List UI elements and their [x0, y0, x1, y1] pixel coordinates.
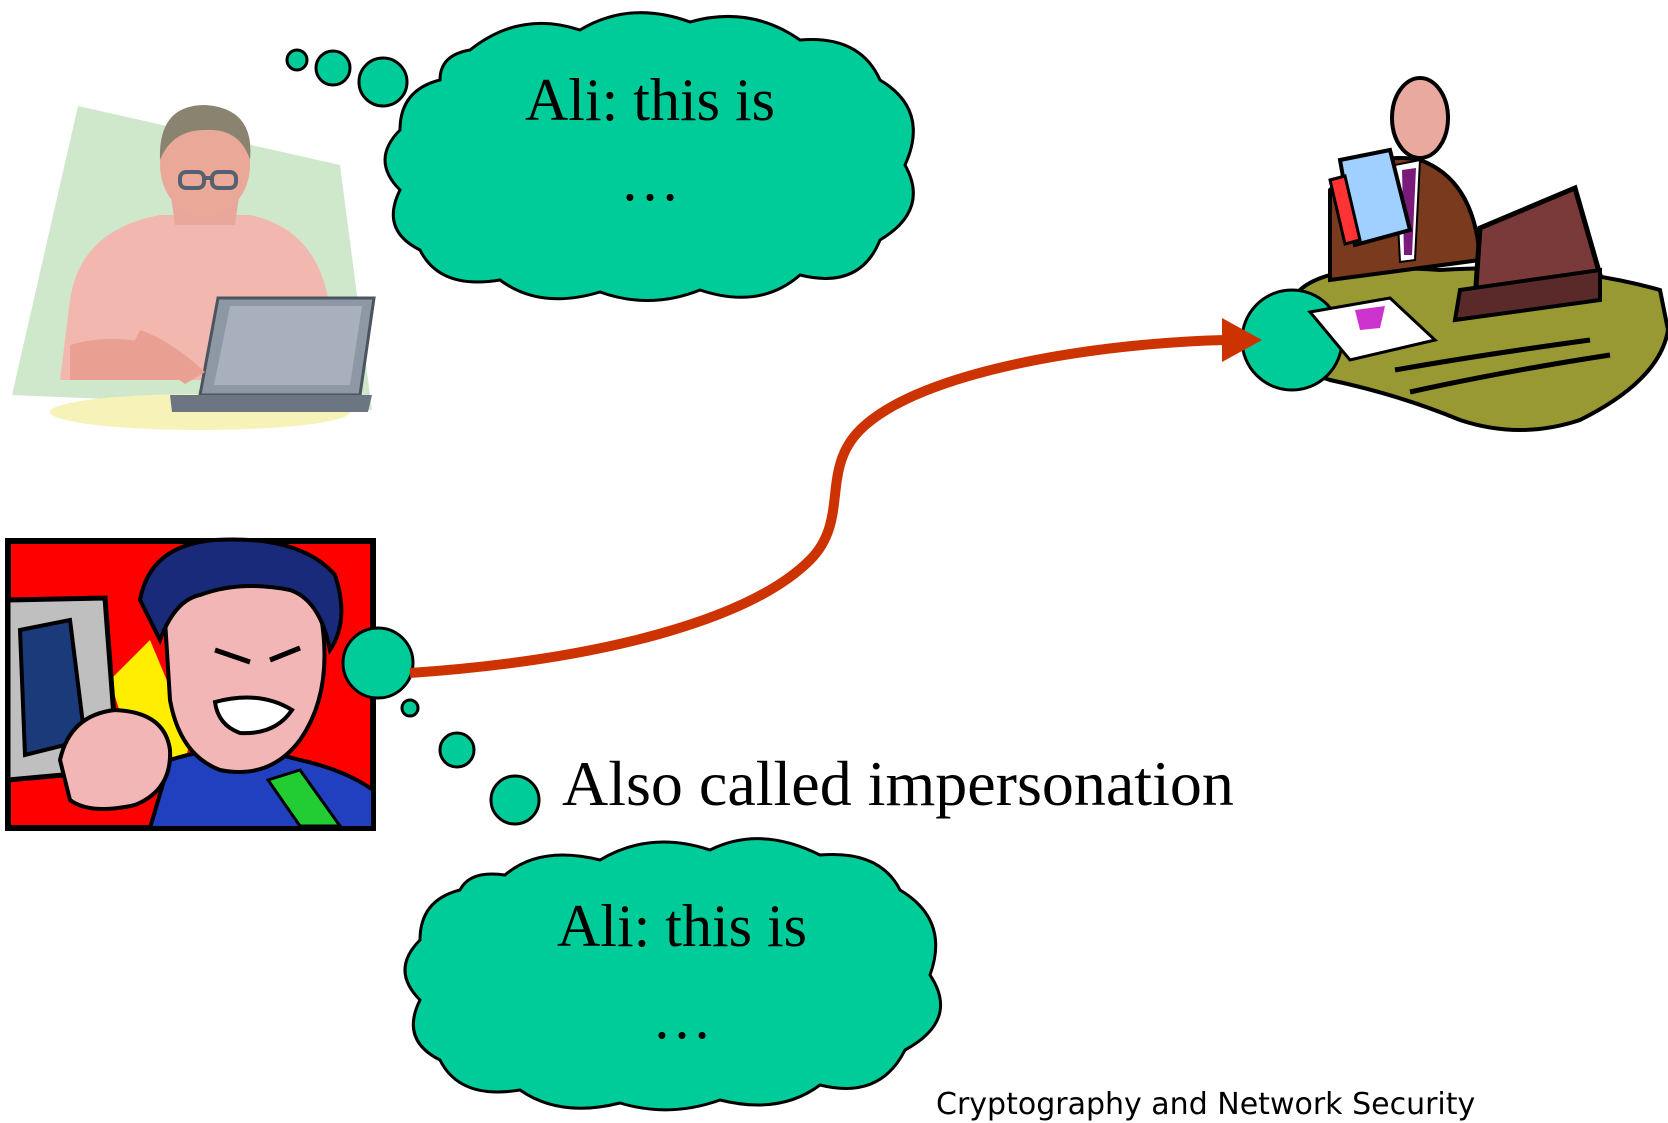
- impersonator-bubble-text: Ali: this is: [556, 893, 808, 959]
- attacker-bubble-nub: [341, 626, 415, 700]
- caption: Also called impersonation: [562, 748, 1234, 819]
- legitimate-sender-thought-bubble: [285, 11, 915, 303]
- impersonator-thought-bubble: [400, 698, 943, 1112]
- impersonator-bubble-ellipsis: …: [652, 985, 712, 1051]
- sender-bubble-ellipsis: …: [620, 147, 680, 213]
- impersonation-arrow: [409, 318, 1262, 678]
- angry-man-icon: [5, 537, 376, 831]
- footer-course-title: Cryptography and Network Security: [936, 1087, 1476, 1122]
- businessman-at-desk-icon: [1240, 76, 1668, 432]
- man-at-laptop-icon: [12, 105, 376, 430]
- sender-bubble-text: Ali: this is: [524, 67, 776, 133]
